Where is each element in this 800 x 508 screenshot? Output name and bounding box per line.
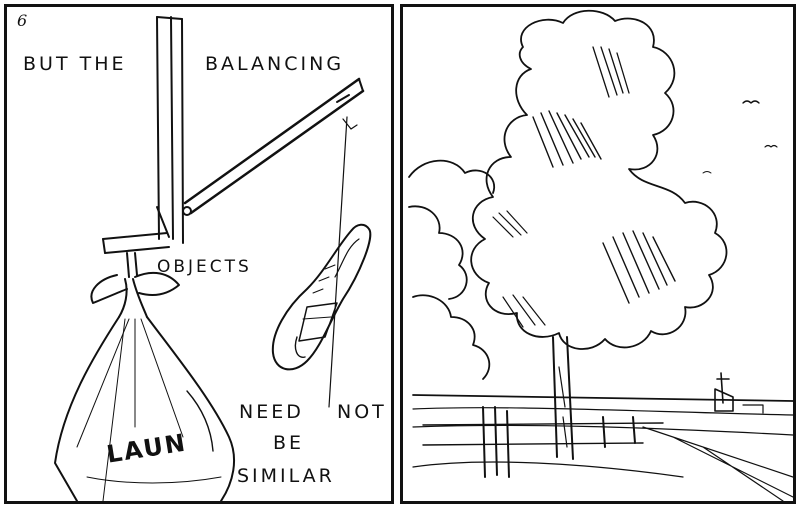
- caption-balancing: BALANCING: [205, 53, 345, 75]
- tree-landscape-drawing: [408, 9, 793, 501]
- right-panel-tree-landscape: [400, 4, 796, 504]
- panel-number: 6: [17, 11, 28, 30]
- balance-scale-drawing: [54, 16, 372, 501]
- caption-need: NEED: [239, 401, 304, 423]
- caption-but-the: BUT THE: [23, 53, 127, 75]
- left-panel-balance-scale: 6 BUT THE BALANCING OBJECTS NEED NOT BE …: [4, 4, 394, 504]
- caption-not: NOT: [337, 401, 387, 423]
- caption-objects: OBJECTS: [157, 257, 252, 277]
- caption-similar: SIMILAR: [237, 465, 335, 487]
- caption-be: BE: [273, 432, 305, 454]
